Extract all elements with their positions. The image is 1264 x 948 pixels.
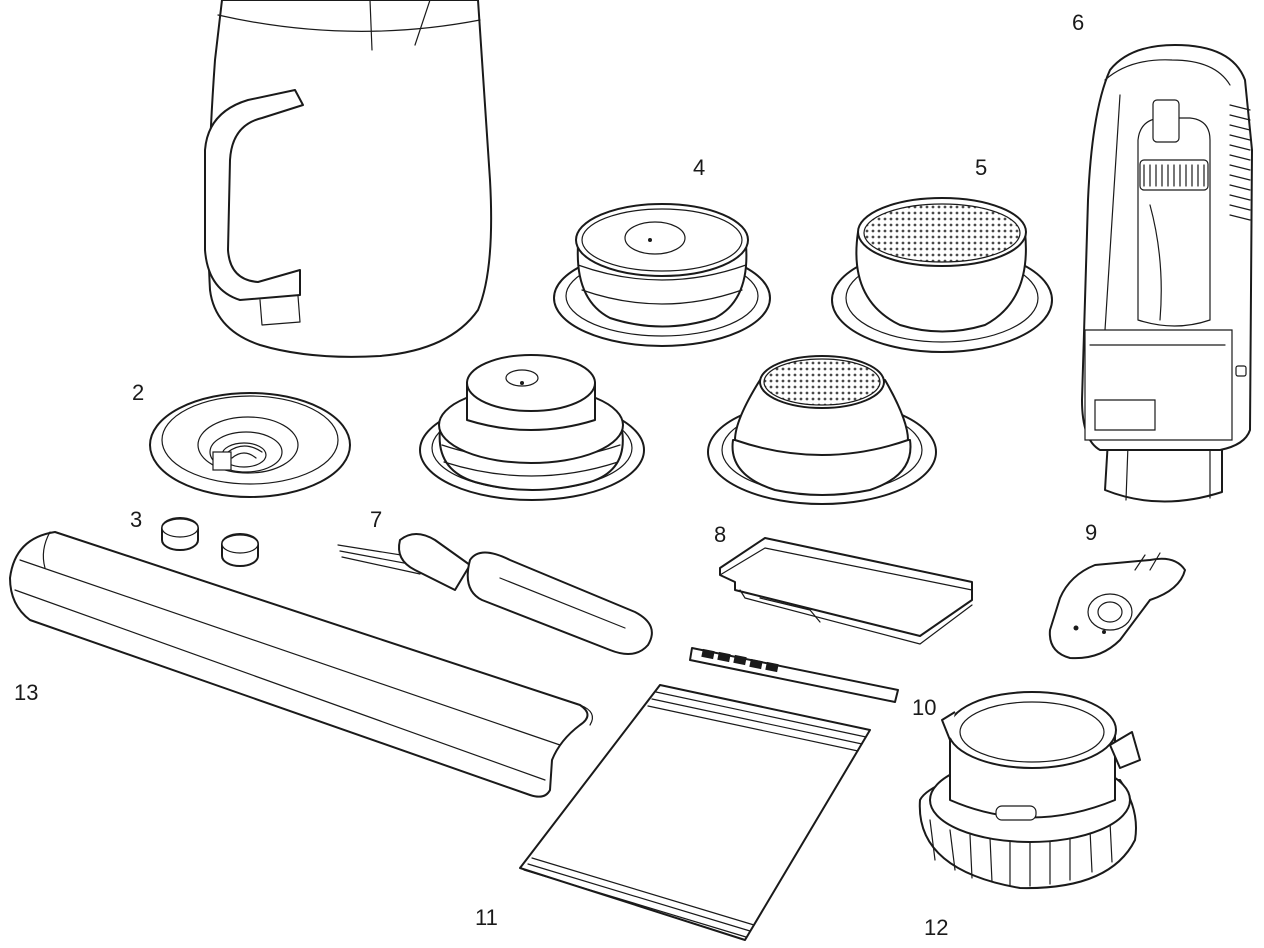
part-4-basket-front <box>419 354 645 501</box>
label-10: 10 <box>912 695 936 720</box>
label-3: 3 <box>130 507 142 532</box>
part-2-disc <box>149 392 351 498</box>
part-7-cleaning-tool <box>337 533 653 655</box>
milk-jug <box>204 0 493 358</box>
part-4-basket-back <box>553 203 771 347</box>
part-10-test-strip <box>689 647 899 703</box>
part-12-ring <box>918 691 1141 890</box>
label-2: 2 <box>132 380 144 405</box>
part-6-tower <box>1081 44 1253 503</box>
part-5-mesh-basket-front <box>707 355 937 505</box>
part-5-mesh-basket-back <box>831 197 1053 353</box>
label-8: 8 <box>714 522 726 547</box>
label-7: 7 <box>370 507 382 532</box>
label-13: 13 <box>14 680 38 705</box>
part-9-clip <box>1048 552 1186 660</box>
part-8-card <box>719 537 973 645</box>
label-4: 4 <box>693 155 705 180</box>
part-3-tablets <box>161 517 259 567</box>
label-5: 5 <box>975 155 987 180</box>
part-11-bag <box>519 684 871 941</box>
label-6: 6 <box>1072 10 1084 35</box>
label-11: 11 <box>475 905 498 930</box>
label-9: 9 <box>1085 520 1097 545</box>
label-12: 12 <box>924 915 948 940</box>
part-13-channel <box>9 531 593 798</box>
